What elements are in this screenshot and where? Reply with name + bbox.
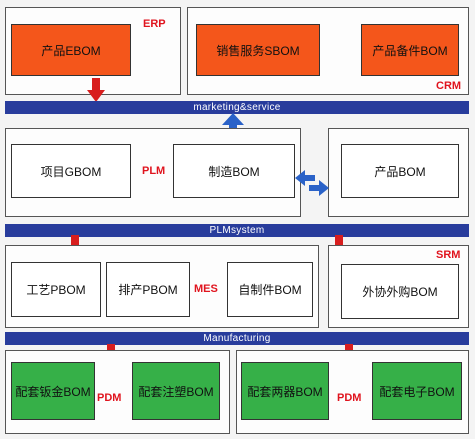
self-made-bom-box: 自制件BOM (227, 262, 313, 317)
srm-label: SRM (436, 249, 461, 261)
electronic-bom-box: 配套电子BOM (372, 362, 462, 420)
manufacturing-bar: Manufacturing (5, 332, 469, 345)
red-arrow-down-icon (87, 78, 105, 102)
product-ebom-box: 产品EBOM (11, 24, 131, 76)
appliance-bom-box: 配套两器BOM (241, 362, 329, 420)
project-gbom-box: 项目GBOM (11, 144, 131, 198)
crm-label: CRM (436, 80, 462, 92)
sales-service-sbom-box: 销售服务SBOM (196, 24, 320, 76)
pdm-label-left: PDM (97, 392, 122, 404)
mes-label: MES (194, 283, 218, 295)
plm-label: PLM (142, 165, 166, 177)
schedule-pbom-box: 排产PBOM (106, 262, 190, 317)
plastic-injection-bom-box: 配套注塑BOM (132, 362, 220, 420)
pdm-label-right: PDM (337, 392, 362, 404)
plm-system-bar: PLMsystem (5, 224, 469, 237)
erp-label: ERP (143, 18, 166, 30)
blue-arrow-exchange-icon (295, 170, 329, 196)
outsource-purchase-bom-box: 外协外购BOM (341, 264, 459, 319)
marketing-service-bar: marketing&service (5, 101, 469, 114)
process-pbom-box: 工艺PBOM (11, 262, 101, 317)
product-parts-bom-box: 产品备件BOM (361, 24, 459, 76)
product-bom-box: 产品BOM (341, 144, 459, 198)
sheet-metal-bom-box: 配套钣金BOM (11, 362, 95, 420)
manufacturing-bom-box: 制造BOM (173, 144, 295, 198)
